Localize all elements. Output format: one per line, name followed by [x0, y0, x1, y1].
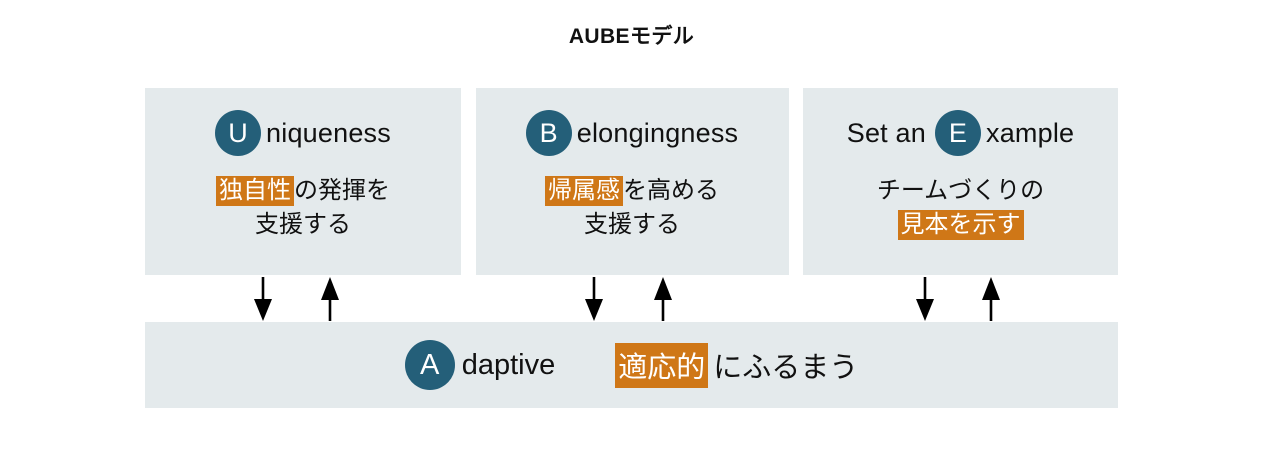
badge-letter-a: A	[404, 340, 455, 390]
concept-box-set-an-example[interactable]: Set an E xample チームづくりの 見本を示す	[803, 88, 1118, 275]
arrow-down-uniqueness	[254, 277, 272, 321]
adaptive-bar[interactable]: A daptive 適応的 にふるまう	[145, 322, 1118, 408]
page-title: AUBEモデル	[568, 25, 695, 48]
headline-set-an-example: Set an E xample	[847, 110, 1075, 156]
description-line-1: 帰属感を高める	[545, 174, 719, 208]
plain-text: を高める	[623, 177, 719, 204]
description-line-1: チームづくりの	[876, 177, 1045, 204]
concept-boxes-row: U niqueness 独自性の発揮を 支援する B elongingness …	[145, 88, 1118, 275]
arrow-down-belongingness	[585, 277, 603, 321]
highlight-text: 適応的	[615, 342, 709, 388]
description-line-2: 見本を示す	[877, 208, 1044, 242]
highlight-text: 帰属感	[545, 176, 623, 206]
concept-box-belongingness[interactable]: B elongingness 帰属感を高める 支援する	[475, 88, 789, 275]
arrow-up-example	[982, 277, 1000, 321]
description-line-2: 支援する	[255, 211, 351, 239]
headline-post-text: elongingness	[576, 117, 739, 148]
headline-post-text: niqueness	[266, 117, 391, 148]
description-uniqueness: 独自性の発揮を 支援する	[216, 174, 390, 242]
description-set-an-example: チームづくりの 見本を示す	[877, 174, 1044, 242]
adaptive-tail-text: にふるまう	[713, 352, 859, 384]
headline-uniqueness: U niqueness	[215, 110, 391, 156]
adaptive-content: A daptive 適応的 にふるまう	[404, 340, 859, 390]
adaptive-post-text: daptive	[461, 348, 556, 381]
arrow-up-belongingness	[654, 277, 672, 321]
badge-letter-u: U	[215, 110, 262, 156]
concept-box-uniqueness[interactable]: U niqueness 独自性の発揮を 支援する	[145, 88, 461, 275]
headline-post-text: xample	[986, 117, 1075, 148]
highlight-text: 見本を示す	[897, 210, 1024, 241]
headline-belongingness: B elongingness	[525, 110, 739, 156]
description-belongingness: 帰属感を高める 支援する	[545, 174, 719, 242]
badge-letter-e: E	[935, 110, 981, 156]
headline-pre-text: Set an	[846, 117, 926, 148]
arrow-up-uniqueness	[321, 277, 339, 321]
plain-text: の発揮を	[294, 177, 390, 204]
description-line-1: 独自性の発揮を	[216, 174, 390, 208]
badge-letter-b: B	[525, 110, 572, 156]
description-line-2: 支援する	[584, 211, 680, 239]
highlight-text: 独自性	[216, 176, 294, 206]
arrow-down-example	[916, 277, 934, 321]
